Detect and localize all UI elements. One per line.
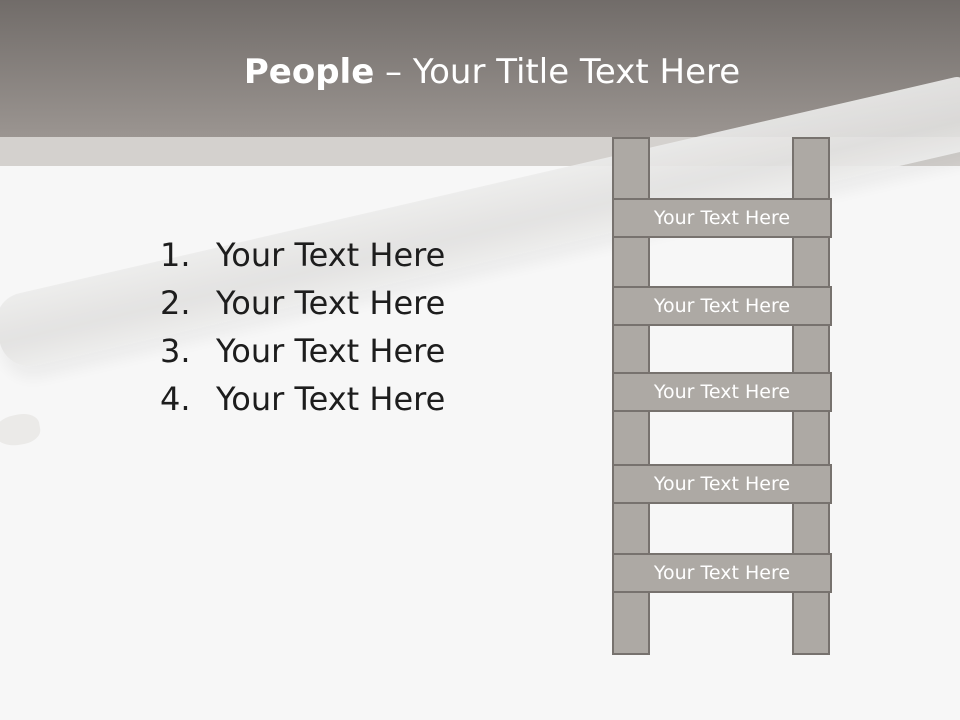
ladder-rung: Your Text Here <box>612 198 832 238</box>
list-number: 3. <box>160 332 191 370</box>
list-number: 1. <box>160 236 191 274</box>
slide-title: People – Your Title Text Here <box>0 52 960 92</box>
title-rest: – Your Title Text Here <box>374 52 741 92</box>
list-number: 2. <box>160 284 191 322</box>
list-text: Your Text Here <box>216 380 446 418</box>
ladder-rung: Your Text Here <box>612 286 832 326</box>
numbered-list: 1. Your Text Here 2. Your Text Here 3. Your… <box>160 233 445 425</box>
list-text: Your Text Here <box>216 284 446 322</box>
background-joint-tip <box>0 411 43 449</box>
list-item: 3. Your Text Here <box>160 329 445 377</box>
list-text: Your Text Here <box>216 332 446 370</box>
ladder-rung: Your Text Here <box>612 553 832 593</box>
list-text: Your Text Here <box>216 236 446 274</box>
list-item: 4. Your Text Here <box>160 377 445 425</box>
title-bold: People <box>243 52 375 92</box>
list-item: 2. Your Text Here <box>160 281 445 329</box>
list-item: 1. Your Text Here <box>160 233 445 281</box>
list-number: 4. <box>160 380 191 418</box>
ladder-rung: Your Text Here <box>612 372 832 412</box>
ladder-rung: Your Text Here <box>612 464 832 504</box>
